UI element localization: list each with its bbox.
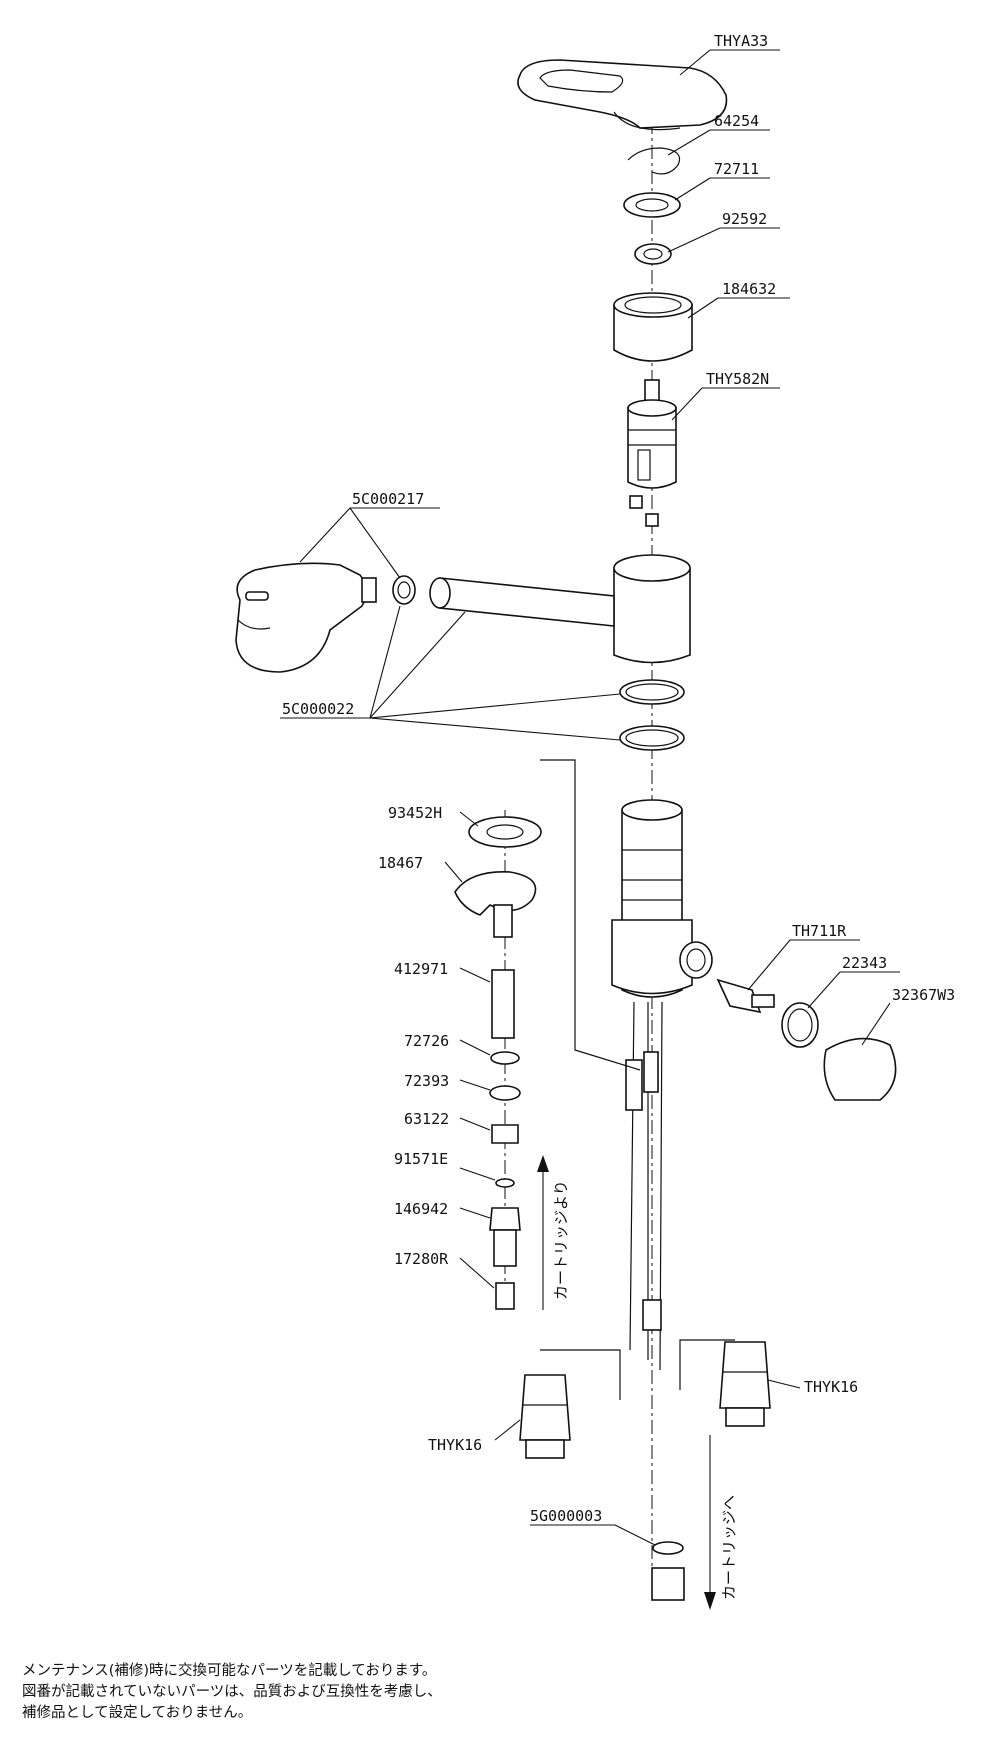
union-THYK16-left [519, 1374, 571, 1459]
flow-arrow-down [704, 1435, 716, 1610]
knob-32367W3 [823, 1037, 897, 1101]
hose-seal-rings [392, 575, 416, 605]
o-ring-91571E [495, 1178, 515, 1188]
label-5C000022: 5C000022 [282, 700, 354, 718]
flow-label-from-cartridge: カートリッジより [552, 1180, 570, 1300]
washer-72726 [490, 1051, 520, 1065]
valve-TH711R [716, 978, 775, 1014]
label-72393: 72393 [404, 1072, 449, 1090]
o-rings-5C000022 [619, 679, 685, 751]
pullout-shower-head [235, 562, 377, 673]
small-seals [629, 495, 659, 527]
ring-5G000003 [651, 1541, 685, 1601]
label-146942: 146942 [394, 1200, 448, 1218]
cartridge-THY582N [627, 379, 677, 489]
note-line-1: メンテナンス(補修)時に交換可能なパーツを記載しております。 [22, 1663, 437, 1679]
adapter-146942 [489, 1207, 521, 1267]
label-18467: 18467 [378, 854, 423, 872]
washer-72393 [489, 1085, 521, 1101]
note-line-3: 補修品として設定しておりません。 [22, 1705, 253, 1721]
label-THYK16-left: THYK16 [428, 1436, 482, 1454]
hose-right-line [679, 1339, 735, 1390]
spout-body [429, 554, 691, 664]
note-line-2: 図番が記載されていないパーツは、品質および互換性を考慮し、 [22, 1684, 442, 1700]
label-92592: 92592 [722, 210, 767, 228]
label-TH711R: TH711R [792, 922, 847, 940]
hose-left-line [540, 1349, 621, 1400]
plate-93452H [468, 816, 542, 848]
label-63122: 63122 [404, 1110, 449, 1128]
nut-63122 [491, 1124, 519, 1144]
label-72726: 72726 [404, 1032, 449, 1050]
label-17280R: 17280R [394, 1250, 449, 1268]
label-THY582N: THY582N [706, 370, 769, 388]
label-72711: 72711 [714, 160, 759, 178]
label-THYK16-right: THYK16 [804, 1378, 858, 1396]
main-body [611, 799, 713, 1371]
stopper-route [540, 759, 641, 1071]
label-5C000217: 5C000217 [352, 490, 424, 508]
label-64254: 64254 [714, 112, 759, 130]
label-THYA33: THYA33 [714, 32, 768, 50]
flow-arrow-up [537, 1155, 549, 1310]
label-32367W3: 32367W3 [892, 986, 955, 1004]
label-184632: 184632 [722, 280, 776, 298]
label-412971: 412971 [394, 960, 448, 978]
pipe-412971 [491, 969, 515, 1039]
label-22343: 22343 [842, 954, 887, 972]
flow-label-to-cartridge: カートリッジへ [720, 1495, 738, 1600]
nut-92592 [634, 243, 672, 265]
clamp-18467 [454, 871, 537, 938]
leader-lines [280, 49, 900, 1546]
label-91571E: 91571E [394, 1150, 448, 1168]
label-93452H: 93452H [388, 804, 442, 822]
washer-72711 [623, 192, 681, 218]
handle-lever [517, 59, 728, 131]
clip-spring [627, 147, 681, 175]
nut-17280R [495, 1282, 515, 1310]
cap-184632 [613, 292, 693, 362]
ring-22343 [781, 1002, 819, 1048]
union-THYK16-right [719, 1341, 771, 1427]
label-5G000003: 5G000003 [530, 1507, 602, 1525]
maintenance-note: メンテナンス(補修)時に交換可能なパーツを記載しております。 図番が記載されてい… [22, 1661, 722, 1724]
